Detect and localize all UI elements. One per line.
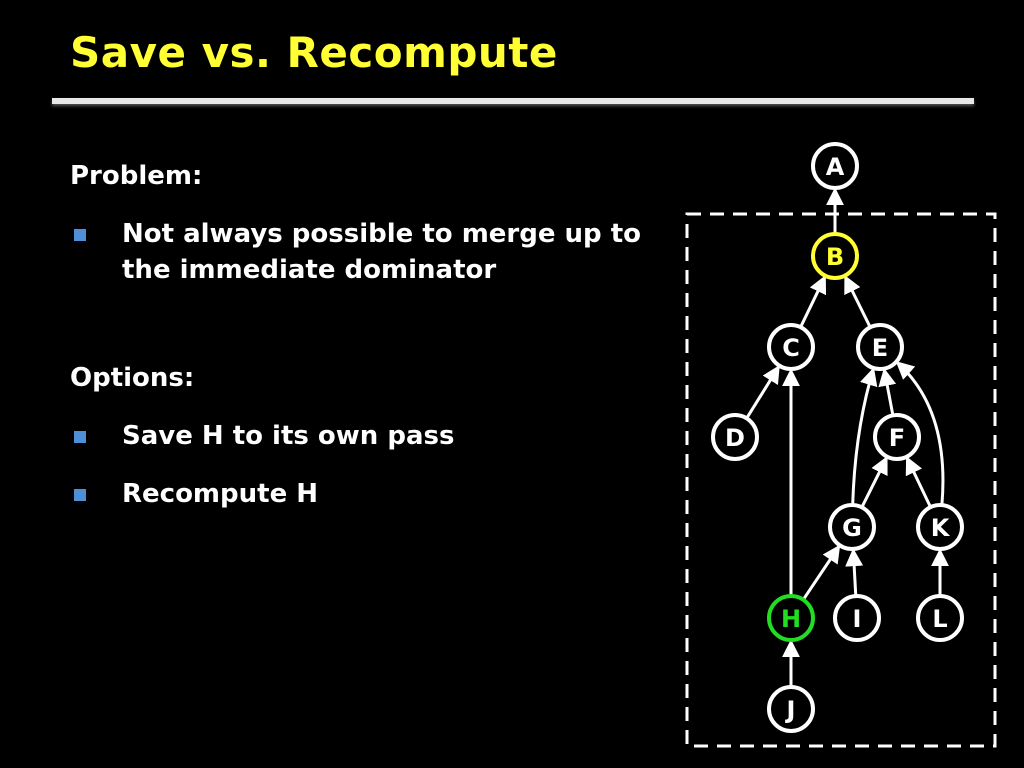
node-label: L xyxy=(932,605,947,633)
options-heading: Options: xyxy=(70,363,195,393)
node-e: E xyxy=(856,323,904,371)
region-boundary-box xyxy=(685,212,997,748)
slide-title: Save vs. Recompute xyxy=(70,28,558,77)
node-label: A xyxy=(826,153,845,181)
bullet-text: Recompute H xyxy=(122,479,319,509)
node-c: C xyxy=(767,323,815,371)
node-g: G xyxy=(828,503,876,551)
title-underline xyxy=(52,98,974,104)
node-f: F xyxy=(873,413,921,461)
edge-g-to-e xyxy=(851,367,878,506)
node-circle xyxy=(828,503,876,551)
node-label: H xyxy=(781,605,801,633)
node-b: B xyxy=(811,232,859,280)
square-bullet-icon xyxy=(74,489,86,501)
edge-e-to-b xyxy=(843,275,872,328)
edge-g-to-f xyxy=(860,455,889,508)
square-bullet-icon xyxy=(74,431,86,443)
problem-heading: Problem: xyxy=(70,161,203,191)
node-label: B xyxy=(826,243,844,271)
node-circle xyxy=(767,594,815,642)
node-label: F xyxy=(889,424,905,452)
node-label: K xyxy=(931,514,951,542)
edge-h-to-g xyxy=(802,544,841,601)
node-circle xyxy=(811,142,859,190)
node-l: L xyxy=(916,594,964,642)
nodes-layer: A B C E D F G K H I L J xyxy=(711,142,964,733)
node-j: J xyxy=(767,685,815,733)
slide-content: Problem: Not always possible to merge up… xyxy=(70,158,660,512)
node-label: E xyxy=(872,334,888,362)
node-label: J xyxy=(785,696,796,724)
node-circle xyxy=(833,594,881,642)
node-d: D xyxy=(711,413,759,461)
node-i: I xyxy=(833,594,881,642)
bullet-item: Not always possible to merge up to the i… xyxy=(70,216,660,288)
node-circle xyxy=(873,413,921,461)
node-circle xyxy=(811,232,859,280)
node-label: D xyxy=(725,424,745,452)
edge-i-to-g xyxy=(845,548,864,597)
node-k: K xyxy=(916,503,964,551)
node-a: A xyxy=(811,142,859,190)
node-label: G xyxy=(842,514,862,542)
node-circle xyxy=(856,323,904,371)
edges-layer xyxy=(745,187,949,687)
edge-k-to-e xyxy=(895,361,945,506)
edge-k-to-f xyxy=(905,456,932,508)
node-label: I xyxy=(853,605,862,633)
node-label: C xyxy=(782,334,800,362)
bullet-item: Save H to its own pass xyxy=(70,418,660,454)
node-circle xyxy=(916,594,964,642)
node-circle xyxy=(711,413,759,461)
bullet-text: Not always possible to merge up to the i… xyxy=(122,219,641,285)
bullet-text: Save H to its own pass xyxy=(122,421,455,451)
node-circle xyxy=(767,323,815,371)
node-circle xyxy=(767,685,815,733)
edge-f-to-e xyxy=(878,367,897,416)
edge-c-to-b xyxy=(799,275,827,328)
node-h: H xyxy=(767,594,815,642)
edge-d-to-c xyxy=(745,364,781,420)
node-circle xyxy=(916,503,964,551)
square-bullet-icon xyxy=(74,229,86,241)
bullet-item: Recompute H xyxy=(70,476,660,512)
